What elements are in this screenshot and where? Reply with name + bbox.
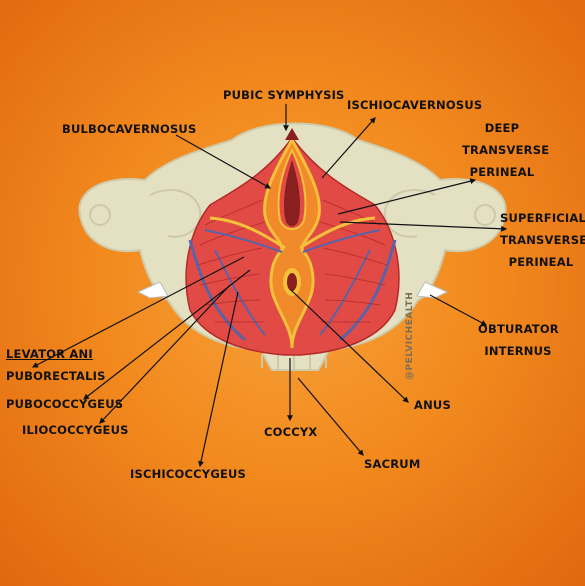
leader-obturator-internus <box>429 294 488 326</box>
leader-anus <box>290 289 409 403</box>
leader-iliococcygeus <box>99 284 231 424</box>
label-superficial-line2: TRANSVERSE <box>500 233 585 247</box>
label-anus: ANUS <box>414 398 451 412</box>
label-deep-line1: DEEP <box>484 121 520 135</box>
label-pubococcygeus: PUBOCOCCYGEUS <box>6 397 124 411</box>
label-puborectalis: PUBORECTALIS <box>6 369 106 383</box>
watermark-text: @PELVICHEALTH <box>405 291 415 380</box>
perineal-muscles <box>185 128 400 356</box>
label-deep-transverse-perineal: DEEP TRANSVERSE PERINEAL <box>462 117 550 183</box>
label-superficial-line3: PERINEAL <box>508 255 574 269</box>
leader-bulbocavernosus <box>175 134 272 189</box>
label-ischiocavernosus: ISCHIOCAVERNOSUS <box>347 98 483 112</box>
leader-puborectalis <box>31 256 245 368</box>
right-ischial-tip <box>416 281 449 299</box>
label-deep-line2: TRANSVERSE <box>462 143 550 157</box>
bone-outline-detail <box>89 189 496 370</box>
leader-pubococcygeus <box>83 269 251 400</box>
label-bulbocavernosus: BULBOCAVERNOSUS <box>62 122 197 136</box>
label-obturator-line1: OBTURATOR <box>478 322 559 336</box>
leader-deep-transverse-perineal <box>337 178 477 215</box>
label-iliococcygeus: ILIOCOCCYGEUS <box>22 423 129 437</box>
leader-ischiocavernosus <box>321 117 376 179</box>
leader-sacrum <box>297 377 364 456</box>
label-obturator-line2: INTERNUS <box>484 344 552 358</box>
label-pubic-symphysis: PUBIC SYMPHYSIS <box>223 88 345 102</box>
label-sacrum: SACRUM <box>364 457 421 471</box>
label-levator-ani: LEVATOR ANI <box>6 347 93 361</box>
label-coccyx: COCCYX <box>264 425 318 439</box>
leader-ischiococcygeus <box>198 291 239 468</box>
leader-superficial-transverse-perineal <box>339 221 508 232</box>
label-superficial-transverse-perineal: SUPERFICIAL TRANSVERSE PERINEAL <box>500 207 585 273</box>
label-deep-line3: PERINEAL <box>469 165 535 179</box>
label-ischiococcygeus: ISCHICOCCYGEUS <box>130 467 247 481</box>
label-superficial-line1: SUPERFICIAL <box>500 211 585 225</box>
leader-lines <box>31 104 508 468</box>
label-obturator-internus: OBTURATOR INTERNUS <box>478 318 559 362</box>
